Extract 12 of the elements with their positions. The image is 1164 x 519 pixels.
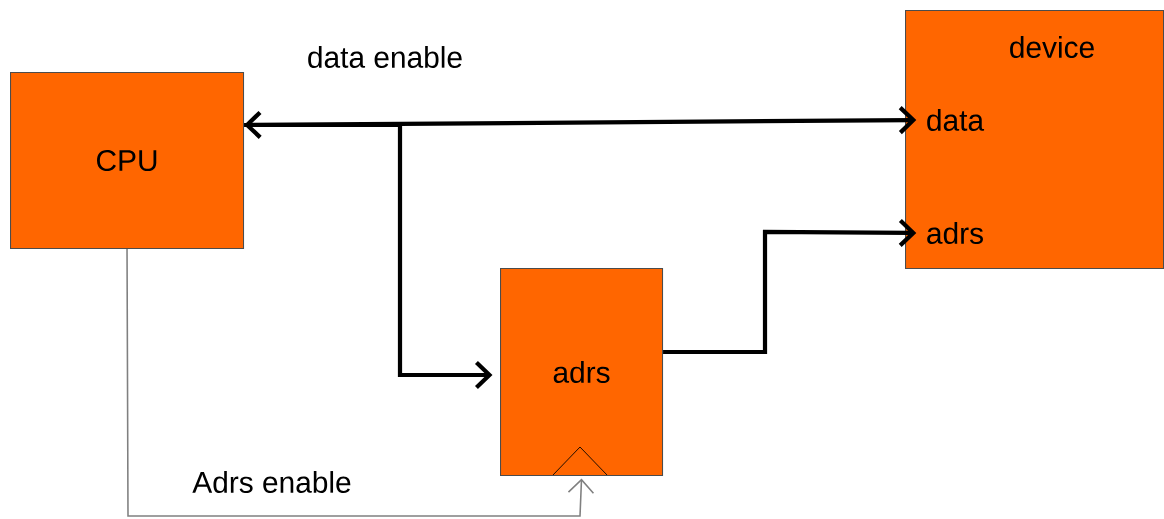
arrow	[244, 122, 493, 390]
port-label: adrs	[927, 222, 983, 244]
edge-label: Adrs enable	[192, 471, 351, 493]
device-box	[905, 10, 1164, 270]
register-box: adrs	[500, 268, 664, 477]
port-label: data	[927, 109, 985, 131]
processor-box: CPU	[10, 72, 245, 250]
arrow	[126, 248, 595, 517]
arrow	[663, 218, 917, 355]
box-title: device	[1010, 36, 1094, 58]
arrow	[244, 106, 917, 139]
edge-label: data enable	[308, 46, 462, 68]
